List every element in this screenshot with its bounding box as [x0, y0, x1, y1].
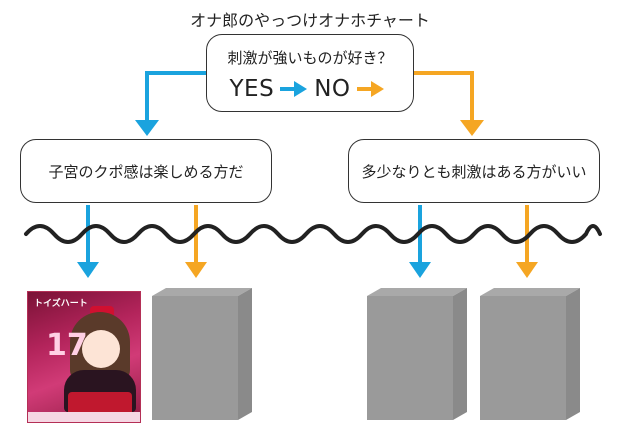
yes-label: YES — [229, 76, 275, 102]
no-branch-arrow-line — [414, 71, 474, 123]
product-brand: トイズハート — [34, 299, 88, 309]
product-package-image: トイズハート 17 — [27, 291, 141, 423]
placeholder-product-2-front — [367, 296, 453, 420]
right-question: 多少なりとも刺激はある方がいい — [361, 162, 587, 181]
placeholder-product-3-top — [480, 288, 580, 296]
chart-title: オナ郎のやっつけオナホチャート — [190, 11, 430, 30]
no-label: NO — [314, 76, 351, 102]
left-yes-arrow-head — [77, 262, 99, 278]
placeholder-product-3-front — [480, 296, 566, 420]
right-question-box: 多少なりとも刺激はある方がいい — [348, 139, 600, 203]
root-question-box: 刺激が強いものが好き？ YES NO — [206, 34, 414, 112]
no-arrow-head — [370, 81, 384, 97]
product-number: 17 — [46, 328, 88, 363]
yes-no-legend: YES NO — [230, 76, 391, 102]
placeholder-product-1-front — [152, 296, 238, 420]
yes-branch-arrow-line — [145, 71, 206, 123]
placeholder-product-2-side — [453, 288, 467, 420]
no-arrow-icon — [356, 81, 384, 97]
placeholder-product-1-top — [152, 288, 252, 296]
placeholder-product-3-side — [566, 288, 580, 420]
placeholder-product-2-top — [367, 288, 467, 296]
no-branch-arrow-head — [460, 120, 484, 136]
product-character-face — [82, 330, 120, 368]
yes-arrow-head — [294, 81, 308, 97]
left-question: 子宮のクポ感は楽しめる方だ — [48, 162, 244, 181]
yes-arrow-icon — [280, 81, 308, 97]
right-no-arrow-head — [516, 262, 538, 278]
placeholder-product-1-side — [238, 288, 252, 420]
right-yes-arrow-head — [409, 262, 431, 278]
yes-branch-arrow-head — [135, 120, 159, 136]
root-question: 刺激が強いものが好き？ — [227, 49, 393, 67]
left-no-arrow-head — [185, 262, 207, 278]
product-bottom-strip — [28, 412, 140, 422]
wavy-divider — [24, 224, 602, 244]
left-question-box: 子宮のクポ感は楽しめる方だ — [20, 139, 272, 203]
